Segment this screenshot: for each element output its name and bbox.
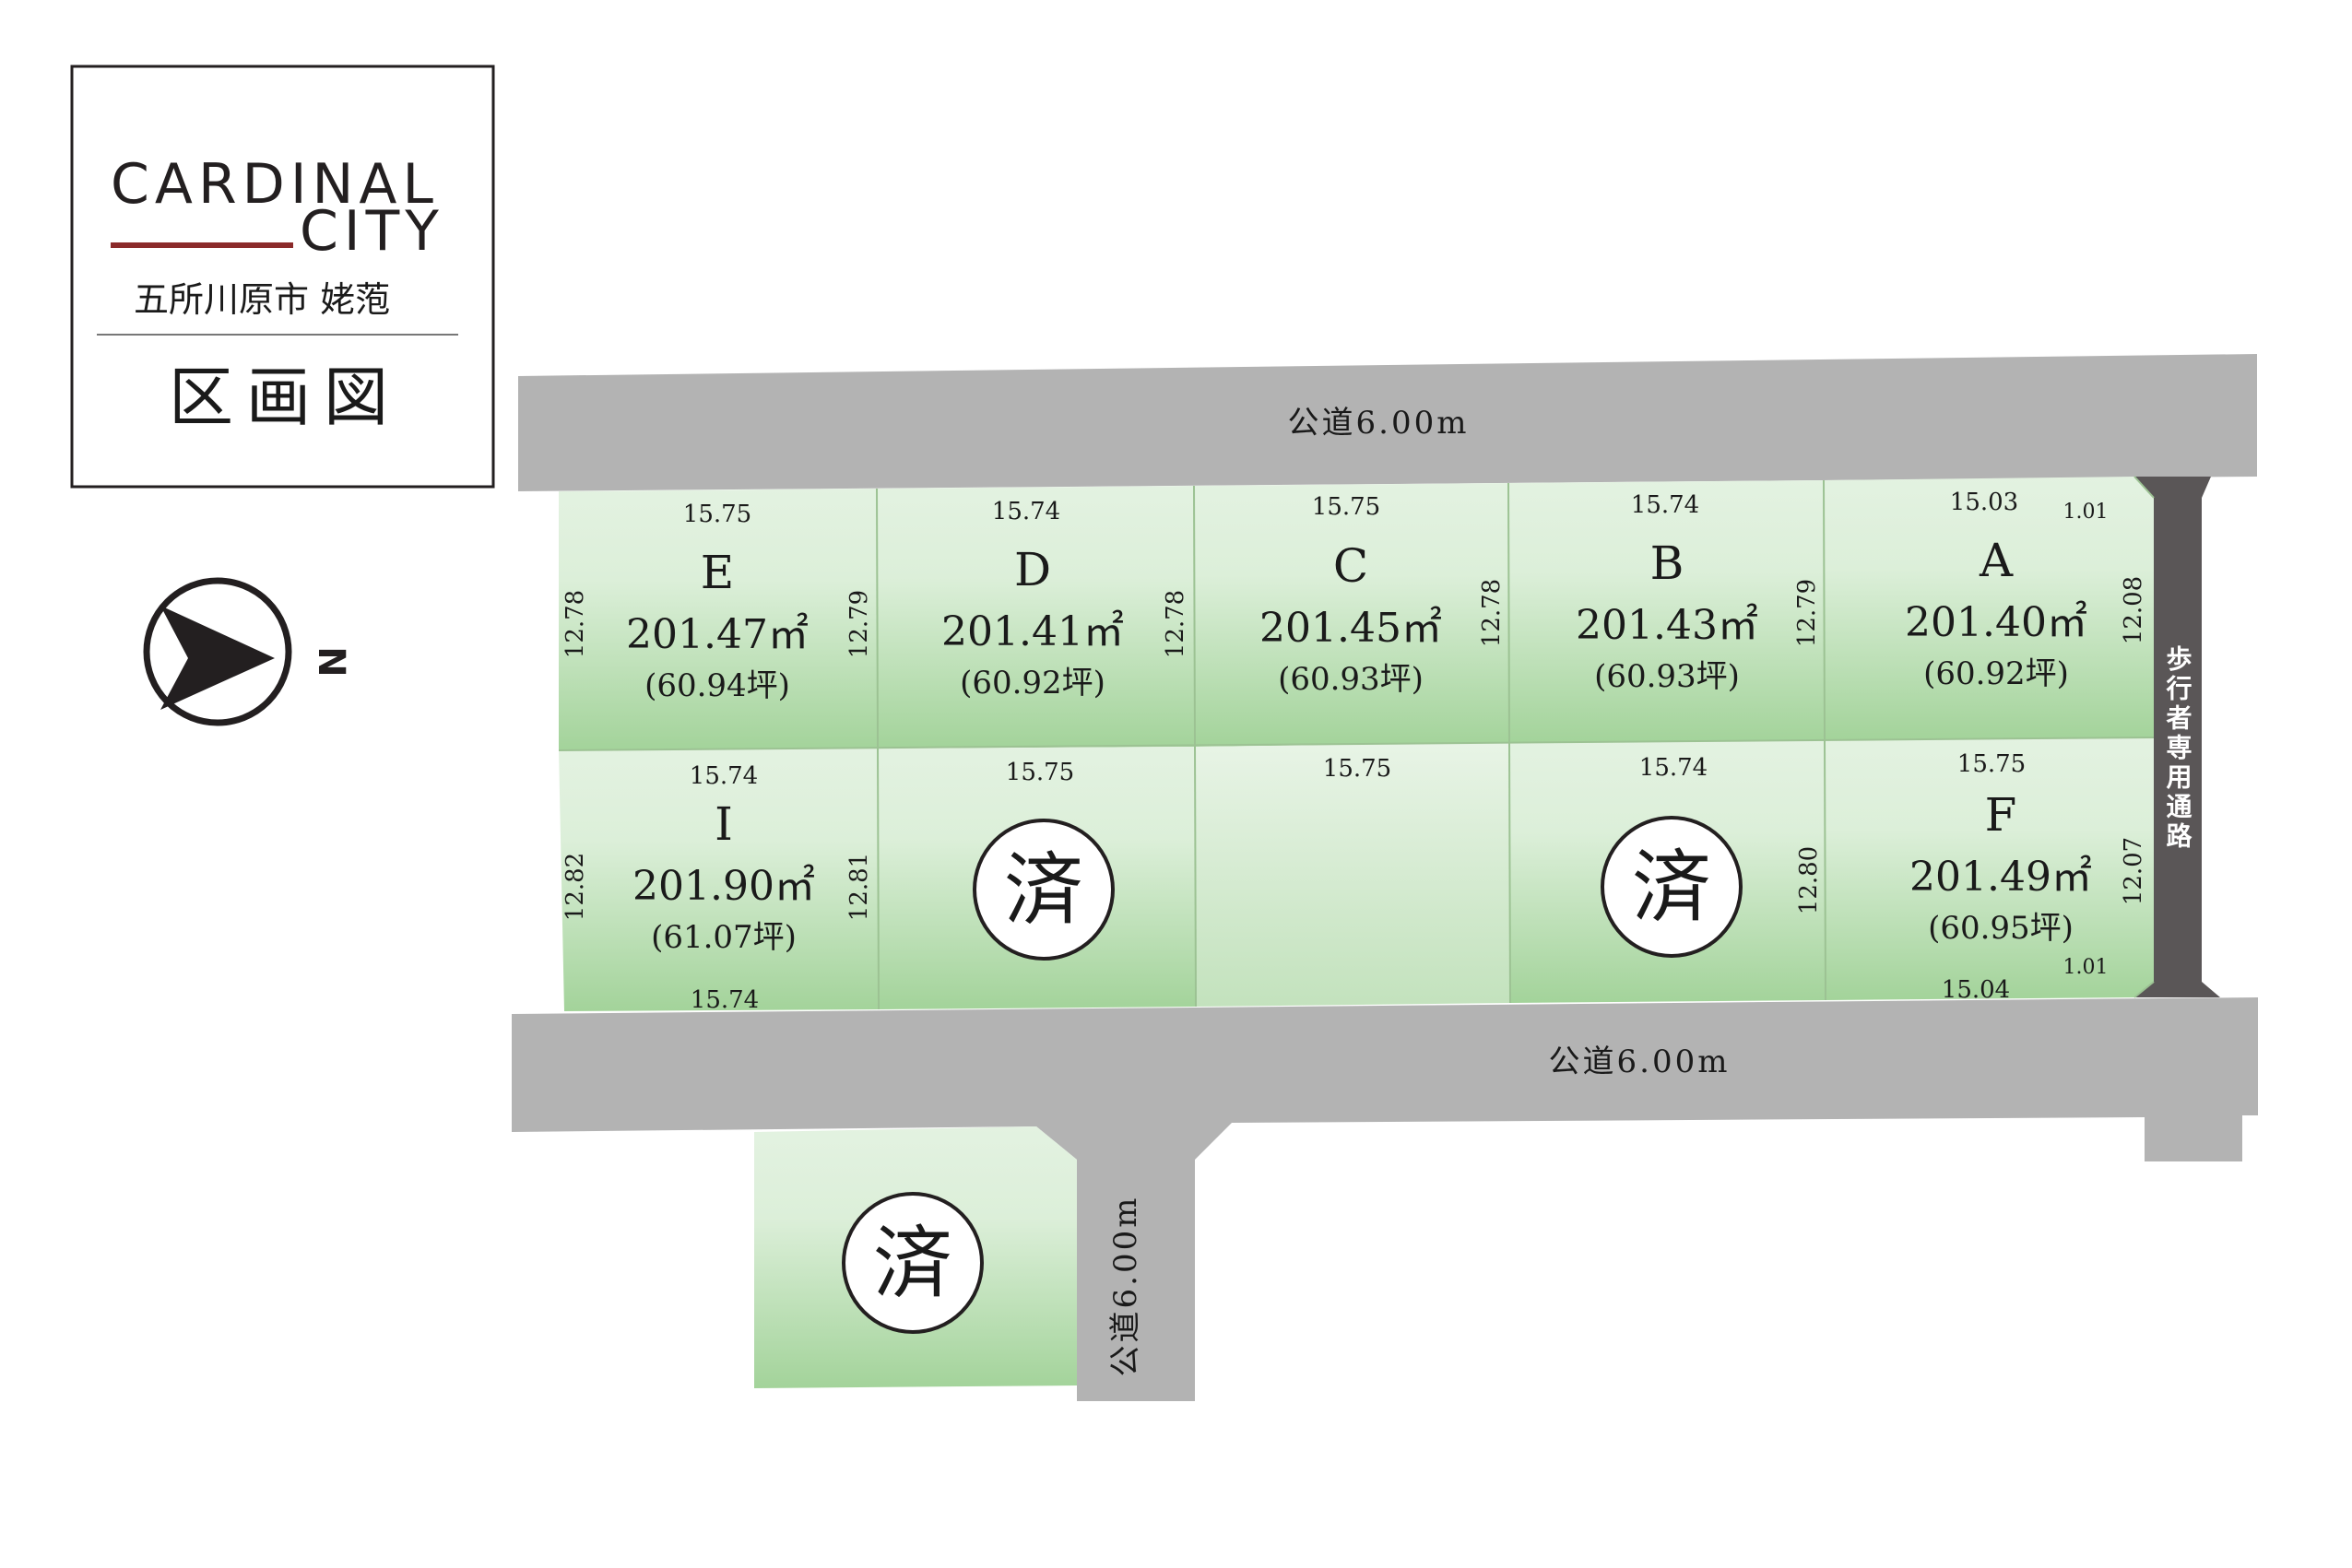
lot-dim-bottom: 15.04	[1942, 976, 2010, 1004]
lot-dim-right: 12.78	[1162, 590, 1189, 658]
lot-dim-right: 12.79	[845, 590, 873, 658]
lot-area: 201.41㎡	[941, 608, 1124, 655]
top-road	[518, 354, 2257, 491]
lot-dim-top: 15.74	[1631, 491, 1699, 519]
lot-letter: F	[1985, 788, 2017, 842]
lot-dim-top: 15.75	[1957, 750, 2026, 778]
lot-dim-top: 15.03	[1950, 489, 2018, 516]
lot-tsubo: (60.93坪)	[1278, 661, 1424, 698]
roads	[512, 354, 2258, 1401]
walkway	[2134, 477, 2220, 997]
sold-badge	[1601, 816, 1743, 958]
north-letter: N	[310, 646, 352, 677]
top-road-label: 公道6.00m	[1288, 405, 1470, 442]
sold-mark: 済	[873, 1218, 952, 1310]
lot-dim-right: 12.80	[1795, 846, 1823, 914]
lot-B[interactable]	[1508, 480, 1824, 743]
lot-dim-left: 12.78	[561, 590, 589, 658]
sold-mark: 済	[1004, 844, 1083, 937]
lot-A[interactable]	[1824, 477, 2154, 740]
lot-dim-top: 15.75	[1312, 493, 1380, 521]
brand-line1: CARDINAL	[111, 152, 439, 217]
bottom-road	[512, 997, 2258, 1401]
lot-letter: B	[1650, 536, 1684, 590]
lot-dividers	[558, 476, 2155, 1010]
north-arrow-icon: N	[143, 577, 352, 726]
lots-layer	[559, 477, 2154, 1388]
lot-dim-top: 15.75	[1006, 759, 1074, 786]
lot-area: 201.47㎡	[626, 611, 809, 658]
lot-dim-top: 15.74	[992, 498, 1060, 525]
lot-dim-top: 15.74	[690, 762, 758, 790]
lot-dim-right: 12.78	[1478, 579, 1506, 647]
sold-mark: 済	[1632, 842, 1711, 934]
lot-tsubo: (60.93坪)	[1594, 658, 1740, 695]
lot-dim-top: 15.75	[683, 501, 751, 528]
lot-I[interactable]	[559, 749, 879, 1011]
sold-badge	[842, 1192, 984, 1334]
lot-tsubo: (61.07坪)	[651, 919, 797, 956]
lot-dim-top: 15.74	[1639, 754, 1708, 782]
lot-area: 201.90㎡	[632, 863, 815, 910]
bottom-road-label: 公道6.00m	[1549, 1043, 1731, 1080]
lot-tsubo: (60.92坪)	[960, 665, 1105, 701]
lot-E[interactable]	[559, 489, 877, 750]
branch-road-label: 公道6.00m	[1107, 1196, 1144, 1377]
lot-letter: A	[1979, 534, 2014, 587]
lot-labels: E 201.47㎡ (60.94坪) 15.75 12.78 12.79 D 201.41㎡ (…	[561, 489, 2147, 1334]
brand-line2: CITY	[300, 199, 444, 264]
lot-letter: I	[715, 797, 733, 851]
location-text: 五所川原市 姥萢	[134, 279, 390, 320]
lot-tsubo: (60.94坪)	[644, 667, 790, 704]
lot-tsubo: (60.92坪)	[1923, 655, 2069, 692]
lot-C[interactable]	[1194, 483, 1508, 747]
lot-area: 201.40㎡	[1905, 599, 2087, 646]
lot-dim-top: 15.75	[1323, 755, 1391, 783]
road-labels: 公道6.00m 公道6.00m 公道6.00m 歩行者専用通路	[1107, 405, 2193, 1376]
title-box: CARDINAL CITY 五所川原市 姥萢 区画図	[70, 65, 495, 489]
lot-dim-right: 12.79	[1793, 579, 1821, 647]
lot-F[interactable]	[1824, 737, 2154, 1000]
lot-letter: E	[701, 546, 735, 599]
walkway-label: 歩行者専用通路	[2163, 645, 2193, 852]
lot-unlabeled[interactable]	[1194, 743, 1510, 1007]
lot-tsubo: (60.95坪)	[1928, 910, 2074, 947]
lot-D[interactable]	[877, 486, 1194, 749]
lot-area: 201.43㎡	[1576, 602, 1758, 649]
corner-dim-f: 1.01	[2063, 956, 2109, 979]
lot-area: 201.45㎡	[1259, 605, 1442, 652]
lot-dim-bottom: 15.74	[691, 986, 759, 1014]
lot-dim-left: 12.82	[561, 853, 589, 921]
corner-dim-a: 1.01	[2063, 501, 2109, 524]
lot-dim-right: 12.81	[845, 853, 873, 921]
lot-dim-right: 12.07	[2120, 837, 2147, 905]
sold-badge	[973, 819, 1115, 961]
lot-area: 201.49㎡	[1909, 854, 2092, 901]
lot-letter: C	[1333, 539, 1368, 593]
lot-letter: D	[1014, 543, 1051, 596]
page-title: 区画図	[169, 360, 401, 435]
lot-dim-right: 12.08	[2120, 576, 2147, 644]
